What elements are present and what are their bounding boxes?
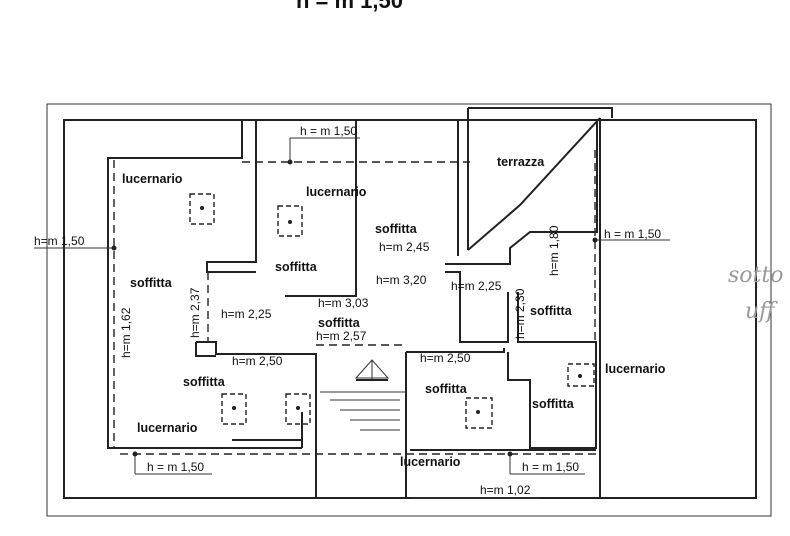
handwritten-note: uff [745,299,778,324]
height-label: h = m 1,50 [300,124,357,138]
soffitta-label: soffitta [425,382,468,396]
handwritten-note: sotto [728,263,783,288]
lucernario-label: lucernario [400,455,461,469]
lucernario-label: lucernario [122,172,183,186]
outer-frame [46,103,772,517]
height-label: h=m 1,02 [480,483,531,497]
lucernario-label: lucernario [605,362,666,376]
height-label: h=m 1,80 [547,225,561,276]
soffitta-label: soffitta [183,375,226,389]
soffitta-label: soffitta [130,276,173,290]
height-label: h=m 2,25 [451,279,502,293]
skylight-icons [189,193,595,429]
height-label: h = m 1,50 [147,460,204,474]
lucernario-label: lucernario [306,185,367,199]
soffitta-label: soffitta [530,304,573,318]
slope-lines [113,150,600,455]
height-label: h=m 2,50 [232,354,283,368]
height-label: h = m 1,50 [522,460,579,474]
height-label: h=m 2,50 [420,351,471,365]
lucernario-label: lucernario [137,421,198,435]
height-label: h=m 2,37 [188,287,202,338]
height-label: h=m 2,45 [379,240,430,254]
soffitta-label: soffitta [375,222,418,236]
height-label: h=m 2,25 [221,307,272,321]
height-label: h=m 3,20 [376,273,427,287]
height-label: h=m 2,30 [513,288,527,339]
height-label: h = m 1,50 [604,227,661,241]
stair-icon [320,359,406,431]
terrazza-label: terrazza [497,155,545,169]
soffitta-label: soffitta [532,397,575,411]
soffitta-label: soffitta [275,260,318,274]
height-label: h=m 3,03 [318,296,369,310]
height-label: h=m 1,50 [34,234,85,248]
height-label: h=m 1,62 [119,307,133,358]
internal-walls [64,107,613,498]
height-label: h=m 2,57 [316,329,367,343]
soffitta-label: soffitta [318,316,361,330]
height-markers [34,137,670,499]
top-height-label: h = m 1,50 [296,0,403,13]
